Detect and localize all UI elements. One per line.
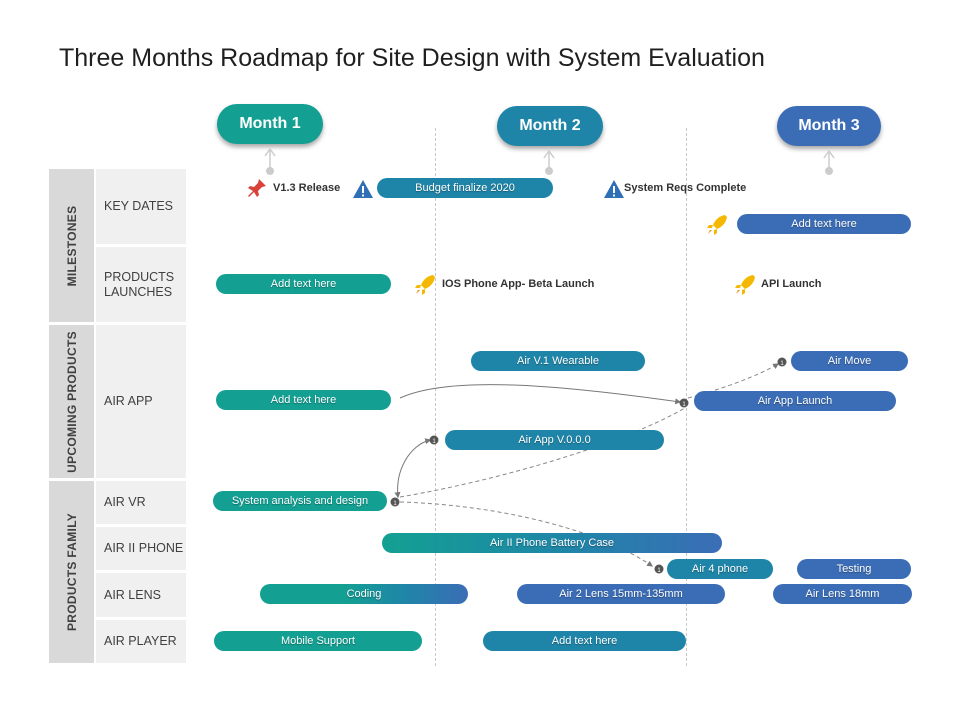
month-1-pin [264, 147, 276, 175]
node-air4-phone: 1 [654, 564, 664, 574]
bar-coding: Coding [260, 584, 468, 604]
group-products-family: PRODUCTS FAMILY [49, 481, 94, 663]
month-2-pin [543, 149, 555, 175]
bar-add-text-launches: Add text here [216, 274, 391, 294]
bar-add-text-air-app: Add text here [216, 390, 391, 410]
svg-text:1: 1 [432, 439, 436, 445]
bar-add-text-key-dates: Add text here [737, 214, 911, 234]
month-3-pin [823, 149, 835, 175]
svg-text:1: 1 [780, 361, 784, 367]
bar-air2-lens: Air 2 Lens 15mm-135mm [517, 584, 725, 604]
node-system-analysis: 1 [390, 497, 400, 507]
bar-air-v1-wearable: Air V.1 Wearable [471, 351, 645, 371]
rocket-icon [735, 275, 755, 295]
connector-vr-to-air4 [399, 501, 653, 567]
row-air-lens: AIR LENS [96, 573, 186, 617]
svg-text:1: 1 [393, 501, 397, 507]
page-title: Three Months Roadmap for Site Design wit… [59, 44, 765, 72]
connector-vr-to-launch [399, 407, 686, 498]
bar-add-text-player: Add text here [483, 631, 686, 651]
row-key-dates: KEY DATES [96, 169, 186, 244]
bar-mobile-support: Mobile Support [214, 631, 422, 651]
bar-system-analysis: System analysis and design [213, 491, 387, 511]
row-products-launches: PRODUCTS LAUNCHES [96, 247, 186, 322]
month-3-header: Month 3 [777, 106, 881, 146]
milestone-ios-launch: IOS Phone App- Beta Launch [442, 278, 595, 290]
warning-icon [604, 180, 624, 198]
group-milestones: MILESTONES [49, 169, 94, 322]
bar-air-lens-18: Air Lens 18mm [773, 584, 912, 604]
row-products-launches-label: PRODUCTS LAUNCHES [104, 269, 175, 299]
node-air-move: 1 [777, 357, 787, 367]
month-divider-1 [435, 128, 436, 666]
month-1-header: Month 1 [217, 104, 323, 144]
node-air-app-v000: 1 [429, 435, 439, 445]
rocket-icon [415, 275, 435, 295]
milestone-v13-release: V1.3 Release [273, 182, 341, 194]
bar-air4-phone: Air 4 phone [667, 559, 773, 579]
connector-app-to-launch [399, 384, 682, 405]
bar-testing: Testing [797, 559, 911, 579]
row-air-player: AIR PLAYER [96, 620, 186, 663]
node-air-app-launch: 1 [679, 398, 689, 408]
row-air-ii-phone: AIR II PHONE [96, 527, 186, 570]
pin-icon [248, 179, 266, 197]
milestone-system-reqs: System Reqs Complete [624, 182, 747, 194]
connector-vr-to-v000 [394, 438, 432, 499]
row-air-vr: AIR VR [96, 481, 186, 524]
svg-text:1: 1 [657, 568, 661, 574]
bar-air-move: Air Move [791, 351, 908, 371]
group-upcoming-products: UPCOMING PRODUCTS [49, 325, 94, 478]
milestone-api-launch: API Launch [761, 278, 822, 290]
warning-icon [353, 180, 373, 198]
row-air-app: AIR APP [96, 325, 186, 478]
month-2-header: Month 2 [497, 106, 603, 146]
rocket-icon [707, 215, 727, 235]
bar-air-app-launch: Air App Launch [694, 391, 896, 411]
bar-air-app-v000: Air App V.0.0.0 [445, 430, 664, 450]
bar-budget-finalize: Budget finalize 2020 [377, 178, 553, 198]
svg-text:1: 1 [682, 402, 686, 408]
bar-battery-case: Air II Phone Battery Case [382, 533, 722, 553]
month-divider-2 [686, 128, 687, 666]
